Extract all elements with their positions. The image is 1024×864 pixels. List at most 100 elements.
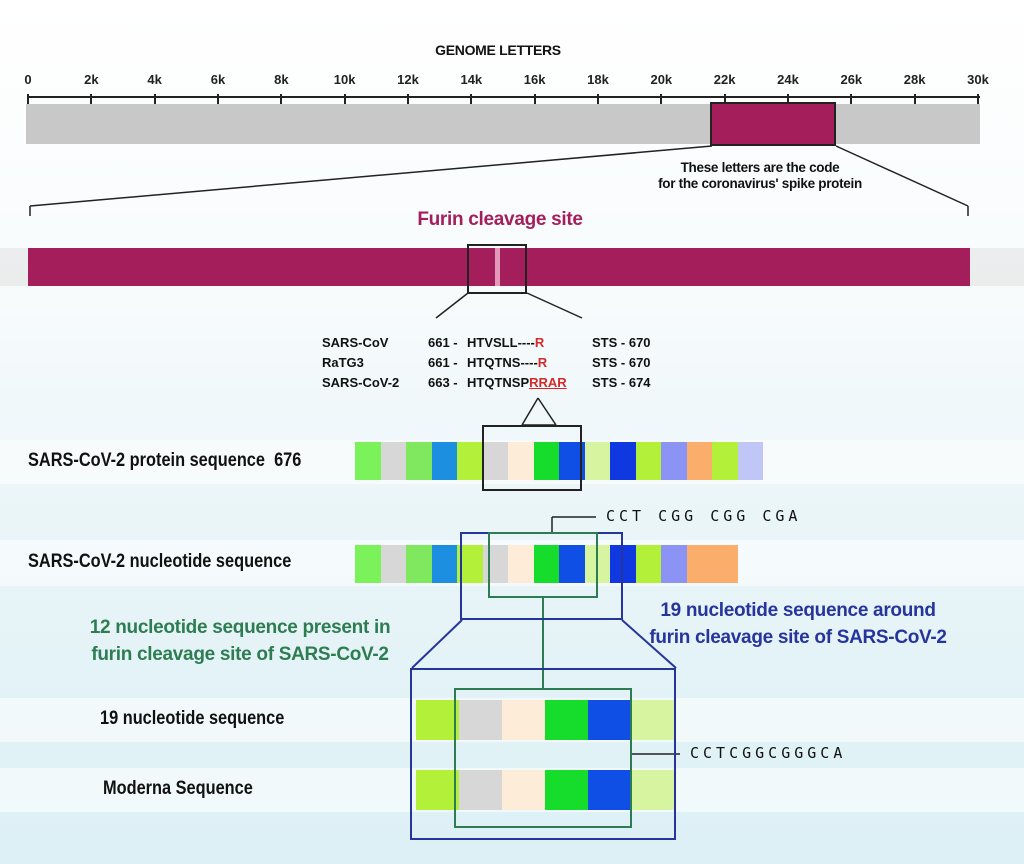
axis-tick-label: 8k	[274, 72, 289, 87]
sequence-block	[712, 442, 738, 480]
codon-text: CCT CGG CGG CGA	[606, 507, 802, 525]
sequence-block	[545, 770, 588, 810]
furin-label: Furin cleavage site	[417, 209, 583, 230]
alignment-highlight: R	[534, 335, 545, 350]
alignment-start: 661 -	[428, 355, 458, 370]
protein-number: 676	[274, 450, 302, 471]
sequence-block	[431, 442, 457, 480]
sequence-block	[635, 442, 661, 480]
axis-tick	[90, 94, 93, 104]
nucleotide-green-box	[488, 532, 598, 598]
green-note-line2: furin cleavage site of SARS-CoV-2	[91, 644, 389, 665]
axis-tick-label: 0	[24, 72, 32, 87]
alignment-gap: ----	[517, 335, 535, 350]
sequence-block	[588, 700, 631, 740]
blue-note-line2: furin cleavage site of SARS-CoV-2	[649, 627, 947, 648]
sequence-block	[502, 770, 545, 810]
sequence-block	[380, 545, 406, 583]
moderna-row-label: Moderna Sequence	[103, 778, 253, 799]
sequence-block	[459, 700, 502, 740]
spike-note-line1: These letters are the code	[680, 160, 840, 175]
nucleotide-row-label: SARS-CoV-2 nucleotide sequence	[28, 551, 292, 572]
axis-tick-label: 18k	[587, 72, 609, 87]
axis-tick	[27, 94, 29, 104]
sequence-block	[508, 442, 534, 480]
spike-note-line2: for the coronavirus' spike protein	[658, 176, 862, 191]
sequence-block	[482, 545, 508, 583]
sequence-block	[457, 442, 483, 480]
axis-tick	[660, 94, 663, 104]
sequence-block	[559, 545, 585, 583]
axis-tick	[343, 94, 346, 104]
sequence-block	[459, 770, 502, 810]
sequence-block	[355, 442, 381, 480]
axis-tick	[723, 94, 726, 104]
alignment-tail: STS - 674	[592, 375, 651, 390]
sequence-block	[380, 442, 406, 480]
axis-tick-label: 28k	[903, 72, 926, 87]
sequence-block	[588, 770, 631, 810]
alignment-name: SARS-CoV	[322, 335, 389, 350]
alignment-start: 663 -	[428, 375, 458, 390]
sequence-block	[631, 770, 674, 810]
axis-tick	[597, 94, 599, 104]
alignment-tail: STS - 670	[592, 355, 651, 370]
blue-note-line1: 19 nucleotide sequence around	[660, 600, 936, 621]
alignment-tail: STS - 670	[592, 335, 651, 350]
sequence-block	[431, 545, 457, 583]
protein-label-text: SARS-CoV-2 protein sequence	[28, 450, 265, 471]
sequence-block	[661, 545, 687, 583]
sequence-block	[533, 442, 559, 480]
axis-tick	[913, 94, 916, 104]
spike-note: These letters are the code for the coron…	[640, 160, 880, 192]
sequence-block	[584, 442, 610, 480]
sequence-block	[502, 700, 545, 740]
alignment-residues: HTQTNSP	[467, 375, 530, 390]
axis-tick-label: 22k	[713, 72, 736, 87]
sequence-block	[686, 545, 712, 583]
axis-tick-label: 30k	[967, 72, 989, 87]
nineteen-row-label: 19 nucleotide sequence	[100, 708, 285, 729]
alignment-name: SARS-CoV-2	[322, 375, 400, 390]
axis-tick-label: 16k	[523, 72, 546, 87]
axis-tick-label: 20k	[650, 72, 673, 87]
alignment-seq: HTVSLL----R	[467, 335, 544, 350]
sequence-block	[712, 545, 738, 583]
green-note: 12 nucleotide sequence present in furin …	[80, 614, 400, 668]
axis-tick-label: 6k	[210, 72, 226, 87]
blue-note: 19 nucleotide sequence around furin clea…	[640, 597, 956, 651]
alignment-seq: HTQTNSPRRAR	[467, 375, 567, 390]
alignment-seq: HTQTNS----R	[467, 355, 547, 370]
axis-tick	[280, 94, 283, 104]
sequence-block	[631, 700, 674, 740]
axis-tick-label: 14k	[460, 72, 483, 87]
alignment-start: 661 -	[428, 335, 458, 350]
sequence-block	[737, 442, 763, 480]
sequence-block	[686, 442, 712, 480]
spike-region	[710, 102, 836, 146]
axis-tick	[217, 94, 219, 104]
axis-tick-label: 10k	[333, 72, 356, 87]
axis-tick-label: 26k	[840, 72, 863, 87]
green-note-line1: 12 nucleotide sequence present in	[89, 617, 391, 638]
axis-tick	[153, 94, 156, 104]
sequence-block	[545, 700, 588, 740]
sequence-block	[508, 545, 534, 583]
sequence-block	[533, 545, 559, 583]
furin-zoom-box	[467, 244, 527, 294]
protein-highlight-box	[482, 425, 582, 491]
sequence-block	[661, 442, 687, 480]
zoom-green-box	[454, 688, 632, 828]
axis-line	[28, 96, 980, 98]
alignment-name: RaTG3	[322, 355, 364, 370]
axis-tick	[533, 94, 536, 104]
sequence-block	[610, 442, 636, 480]
sequence-block	[635, 545, 661, 583]
alignment-residues: HTVSLL	[467, 335, 518, 350]
axis-tick-label: 24k	[777, 72, 799, 87]
protein-row-label: SARS-CoV-2 protein sequence 676	[28, 450, 301, 472]
axis-tick	[850, 94, 853, 104]
alignment-residues: HTQTNS	[467, 355, 521, 370]
